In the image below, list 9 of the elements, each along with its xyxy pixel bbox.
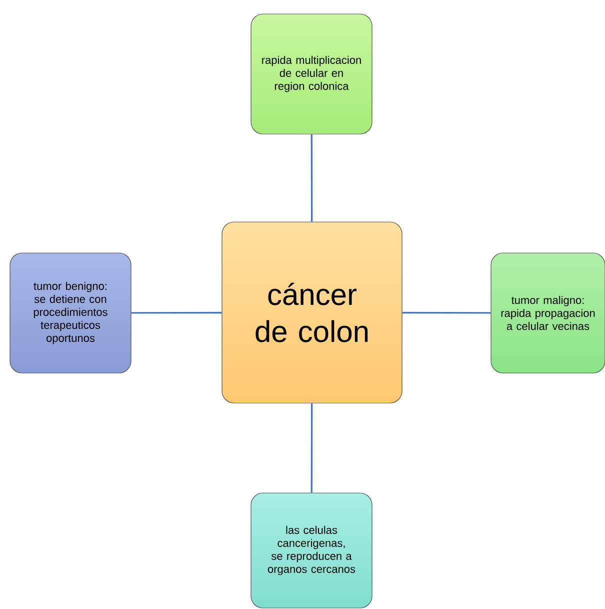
topic-box: tumor maligno: rapida propagacion a celular vecinas: [490, 252, 605, 374]
connector-line: [131, 312, 222, 314]
main-topic-box: cáncer de colon: [222, 222, 402, 404]
connector-line: [402, 312, 491, 314]
topic-box: tumor benigno: se detiene con procedimientos terapeuticos oportunos: [10, 252, 132, 374]
topic-box: las celulas cancerigenas, se reproducen a organos cercanos: [250, 492, 372, 608]
topic-box: rapida multiplicacion de celular en region colonica: [250, 14, 372, 134]
connector-line: [310, 134, 313, 222]
connector-line: [310, 403, 313, 493]
